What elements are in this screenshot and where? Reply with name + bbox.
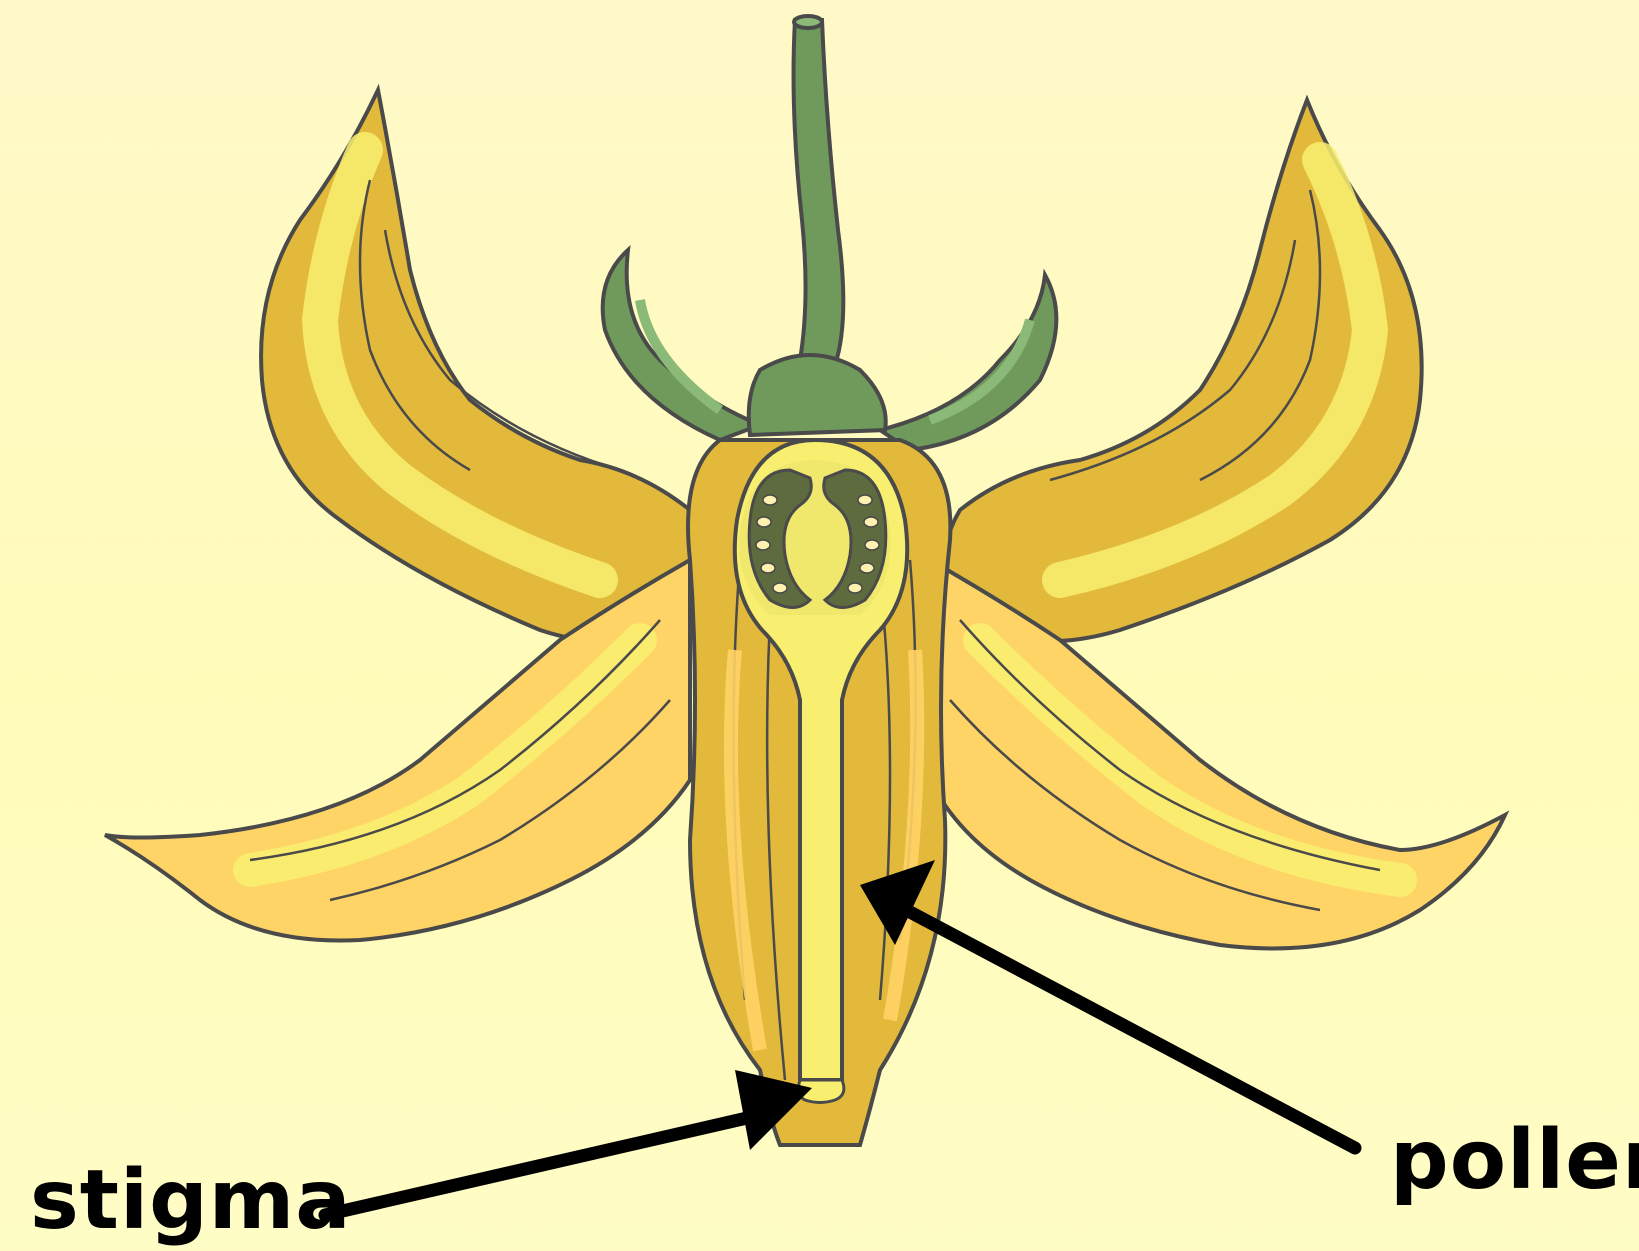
petal-left-lower <box>105 560 690 941</box>
pollen-label: pollen <box>1390 1120 1639 1202</box>
stem <box>794 16 844 365</box>
petal-right-lower <box>930 560 1505 948</box>
arrow-to-stigma <box>325 1070 812 1215</box>
stigma-label: stigma <box>30 1160 352 1242</box>
